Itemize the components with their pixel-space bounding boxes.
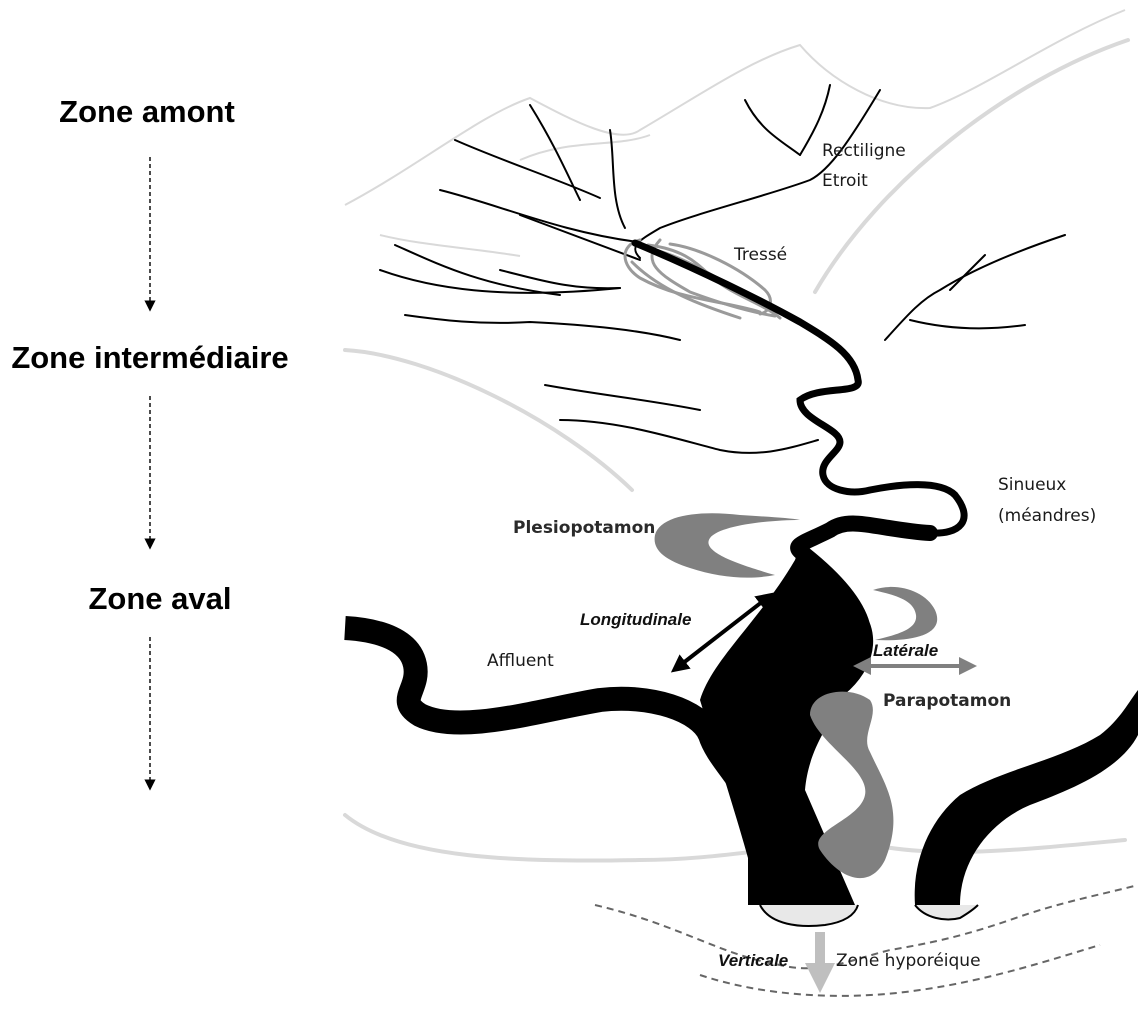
cross-section: [594, 884, 1138, 997]
longitudinal-arrow: [670, 592, 775, 673]
label-etroit: Etroit: [822, 171, 868, 191]
mountain-outlines: [344, 9, 1126, 257]
label-meandres: (méandres): [998, 506, 1096, 526]
zone-downstream-label: Zone aval: [89, 581, 232, 616]
label-parapotamon: Parapotamon: [883, 691, 1011, 711]
label-affluent: Affluent: [487, 651, 554, 671]
label-laterale: Latérale: [873, 641, 938, 660]
label-zone-hyporeique: Zone hyporéique: [836, 951, 981, 971]
zone-intermediate-label: Zone intermédiaire: [11, 340, 288, 375]
label-longitudinale: Longitudinale: [580, 610, 691, 629]
parapotamon-shape: [810, 691, 894, 879]
main-river-upper: [631, 239, 968, 537]
lateral-backwater-shape: [873, 586, 938, 641]
upstream-tributaries: [379, 84, 1066, 454]
label-verticale: Verticale: [718, 951, 788, 970]
zone-upstream-label: Zone amont: [59, 94, 235, 129]
right-tributary: [914, 690, 1138, 905]
hill-ridges: [343, 38, 1130, 863]
label-rectiligne: Rectiligne: [822, 141, 906, 161]
label-plesiopotamon: Plesiopotamon: [513, 518, 655, 538]
tributary-channel: [344, 616, 772, 905]
label-tresse: Tressé: [733, 245, 787, 265]
plesiopotamon-shape: [654, 513, 800, 578]
main-river-lower: [700, 545, 861, 905]
label-sinueux: Sinueux: [998, 475, 1066, 495]
